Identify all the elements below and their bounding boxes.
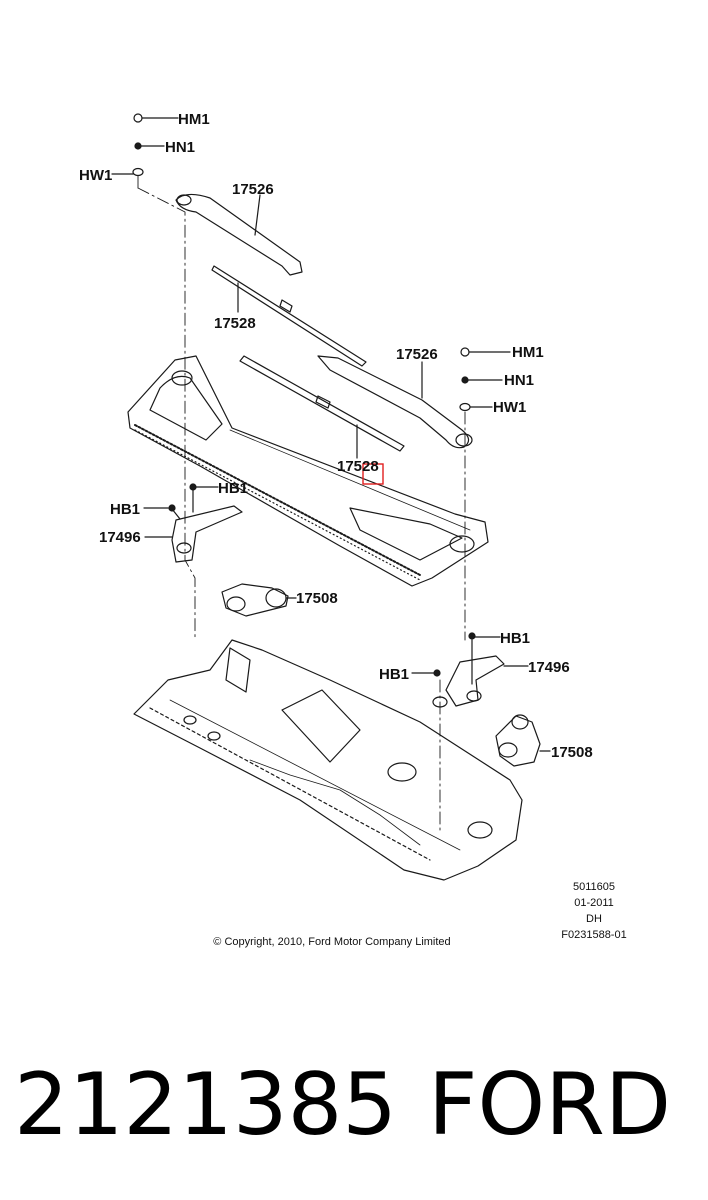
right-wiper-motor xyxy=(495,714,551,767)
callout-hb1-right-a: HB1 xyxy=(500,630,530,647)
right-hardware-stack xyxy=(459,347,511,412)
callout-hm1-left: HM1 xyxy=(178,111,210,128)
callout-blade-right: 17528 xyxy=(337,458,379,475)
left-wiper-arm xyxy=(175,193,303,276)
left-wiper-blade xyxy=(211,265,367,367)
callout-hb1-left-b: HB1 xyxy=(110,501,140,518)
highlight-marker xyxy=(362,463,384,485)
callout-motor-right: 17508 xyxy=(551,744,593,761)
right-wiper-blade xyxy=(239,355,405,459)
callout-blade-left: 17528 xyxy=(214,315,256,332)
wiper-parts-diagram: HM1 HN1 HW1 17526 17528 17526 HM1 HN1 HW… xyxy=(79,111,627,948)
dash-panel xyxy=(133,639,523,881)
cowl-panel xyxy=(127,355,489,587)
left-hardware-stack xyxy=(111,113,179,177)
callout-arm-right: 17526 xyxy=(396,346,438,363)
left-wiper-motor xyxy=(221,583,297,617)
code-line-4: F0231588-01 xyxy=(561,929,626,941)
code-line-1: 5011605 xyxy=(573,881,615,893)
callout-hb1-right-b: HB1 xyxy=(379,666,409,683)
callout-hm1-right: HM1 xyxy=(512,344,544,361)
footer-caption: 2121385 FORD xyxy=(14,1045,694,1165)
callout-arm-left: 17526 xyxy=(232,181,274,198)
right-motor-bracket xyxy=(411,632,529,708)
code-line-2: 01-2011 xyxy=(574,897,614,909)
code-line-3: DH xyxy=(586,913,602,925)
callout-bracket-right: 17496 xyxy=(528,659,570,676)
callout-bracket-left: 17496 xyxy=(99,529,141,546)
left-motor-bracket xyxy=(168,483,243,563)
callout-hw1-left: HW1 xyxy=(79,167,112,184)
callout-hn1-left: HN1 xyxy=(165,139,195,156)
brand-name: FORD xyxy=(428,1055,672,1155)
right-wiper-arm xyxy=(317,355,473,449)
part-number: 2121385 xyxy=(14,1055,398,1155)
callout-hb1-left-a: HB1 xyxy=(218,480,248,497)
callout-hn1-right: HN1 xyxy=(504,372,534,389)
callout-hw1-right: HW1 xyxy=(493,399,526,416)
copyright-notice: © Copyright, 2010, Ford Motor Company Li… xyxy=(213,936,450,948)
callout-motor-left: 17508 xyxy=(296,590,338,607)
alignment-lines xyxy=(137,171,466,831)
